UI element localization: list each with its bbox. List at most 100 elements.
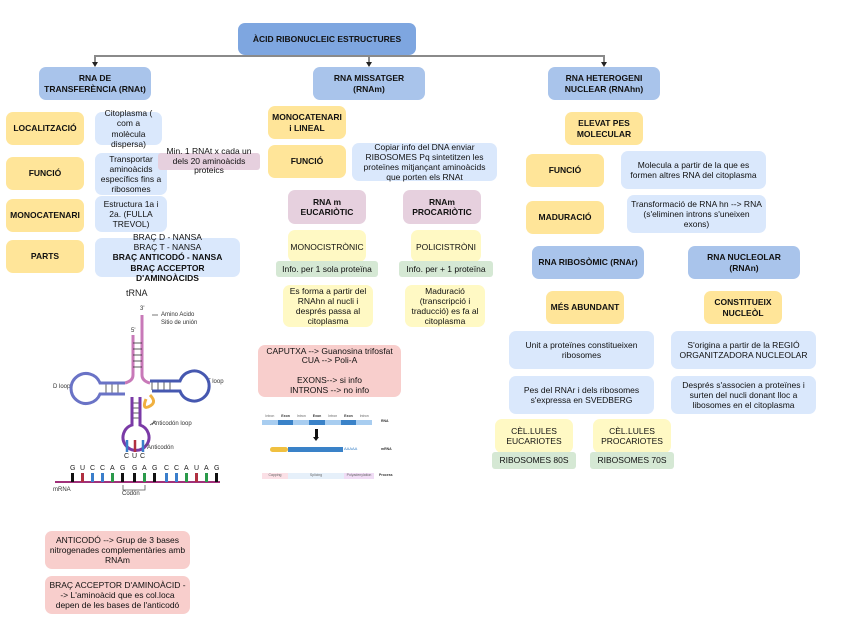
rnam-prok-type: POLICISTRÒNI bbox=[411, 230, 481, 262]
value-text: Citoplasma ( com a molècula dispersa) bbox=[104, 108, 153, 149]
rnar-desc2: Pes del RNAr i dels ribosomes s'expressa… bbox=[509, 376, 654, 414]
mrna-base: C bbox=[100, 465, 106, 472]
rnat-label-parts: PARTS bbox=[6, 240, 84, 273]
desc-text: Unit a proteïnes constitueixen ribosomes bbox=[525, 339, 638, 360]
connector-rnahn bbox=[603, 55, 605, 63]
rnam-euk-type: MONOCISTRÒNIC bbox=[288, 230, 366, 262]
ribo-text: RIBOSOMES 70S bbox=[597, 455, 667, 466]
tag-text: MÉS ABUNDANT bbox=[550, 302, 620, 313]
d-loop-label: D loop bbox=[53, 384, 71, 390]
type-text: POLICISTRÒNI bbox=[416, 242, 476, 252]
type-text: MONOCISTRÒNIC bbox=[290, 242, 364, 252]
rnam-procariotic-header[interactable]: RNAm PROCARIÒTIC bbox=[403, 190, 481, 224]
mrna-base: G bbox=[120, 465, 126, 472]
mrna-base-bar bbox=[185, 473, 188, 482]
note-text: BRAÇ ACCEPTOR D'AMINOÀCID --> L'aminoàci… bbox=[49, 579, 186, 611]
rnar-prok-ribo: RIBOSOMES 70S bbox=[590, 452, 674, 469]
note-text: ANTICODÓ --> Grup de 3 bases nitrogenade… bbox=[49, 534, 186, 566]
part-acceptor: BRAÇ ACCEPTOR D'AMINOÀCIDS bbox=[130, 262, 205, 283]
label-text: MONOCATENARI i LINEAL bbox=[272, 112, 342, 133]
root-node[interactable]: ÀCID RIBONUCLEIC ESTRUCTURES bbox=[238, 23, 416, 55]
info-text: Info. per 1 sola proteïna bbox=[282, 263, 372, 274]
five-prime-label: 5' bbox=[131, 328, 136, 334]
rnam-monocatenari: MONOCATENARI i LINEAL bbox=[268, 106, 346, 139]
three-prime-label: 3' bbox=[140, 306, 145, 312]
label-text: LOCALITZACIÓ bbox=[13, 123, 77, 134]
label-text: ELEVAT PES MOLECULAR bbox=[576, 118, 632, 139]
step-splicing: Splicing bbox=[288, 473, 344, 479]
arrow-rnat bbox=[92, 62, 98, 67]
polya-tail: AAAAA bbox=[344, 446, 358, 451]
arrow-rnam bbox=[366, 62, 372, 67]
rnat-title: RNA DE TRANSFERÈNCIA (RNAt) bbox=[44, 73, 146, 94]
trna-title: tRNA bbox=[126, 288, 148, 298]
rnam-eucariotic-header[interactable]: RNA m EUCARIÒTIC bbox=[288, 190, 366, 224]
intron-segment: Intron bbox=[262, 414, 278, 425]
rnahn-value-funcio: Molecula a partir de la que es formen al… bbox=[621, 151, 766, 189]
mrna-base-bar bbox=[215, 473, 218, 482]
rnat-header[interactable]: RNA DE TRANSFERÈNCIA (RNAt) bbox=[39, 67, 151, 100]
rnan-desc2: Després s'associen a proteïnes i surten … bbox=[671, 376, 816, 414]
title-text: RNA m EUCARIÒTIC bbox=[300, 196, 354, 217]
mrna-base: G bbox=[214, 465, 220, 472]
cap bbox=[270, 447, 288, 452]
arrow-rnahn bbox=[601, 62, 607, 67]
label-text: MADURACIÓ bbox=[538, 212, 592, 223]
rnahn-label-funcio: FUNCIÓ bbox=[526, 154, 604, 187]
rnar-header[interactable]: RNA RIBOSÒMIC (RNAr) bbox=[532, 246, 644, 279]
anticodon-label: Anticodón bbox=[147, 445, 174, 451]
mrna-base-bar bbox=[81, 473, 84, 482]
rnahn-value-maduracio: Transformació de RNA hn --> RNA (s'elimi… bbox=[627, 195, 766, 233]
desc-text: Després s'associen a proteïnes i surten … bbox=[682, 379, 805, 411]
ribo-text: RIBOSOMES 80S bbox=[499, 455, 569, 466]
mrna-base-bar bbox=[111, 473, 114, 482]
rnat-funcio-note: Min. 1 RNAt x cada un dels 20 aminoàcids… bbox=[158, 147, 260, 175]
rnat-value-parts: BRAÇ D - NANSA BRAÇ T - NANSA BRAÇ ANTIC… bbox=[95, 232, 240, 283]
trna-figure: tRNA 3' 5' Amino Acido Sitio de unión D … bbox=[40, 285, 240, 510]
label-text: MONOCATENARI bbox=[10, 210, 80, 221]
connector-rnat bbox=[94, 55, 96, 63]
rnan-header[interactable]: RNA NUCLEOLAR (RNAn) bbox=[688, 246, 800, 279]
rnat-value-funcio: Transportar aminoàcids específics fins a… bbox=[95, 153, 167, 195]
rnam-header[interactable]: RNA MISSATGER (RNAm) bbox=[313, 67, 425, 100]
rnam-euk-info: Info. per 1 sola proteïna bbox=[276, 261, 378, 277]
exon-segment: Exon bbox=[340, 414, 357, 425]
mrna-base: A bbox=[184, 465, 189, 472]
mrna-base-bar bbox=[101, 473, 104, 482]
label-text: FUNCIÓ bbox=[28, 168, 62, 179]
value-text: Estructura 1a i 2a. (FULLA TREVOL) bbox=[103, 198, 159, 230]
mrna-base-bar bbox=[143, 473, 146, 482]
cells-text: CÈL.LULES PROCARIOTES bbox=[601, 425, 663, 446]
exon-segment: Exon bbox=[309, 414, 325, 425]
rnahn-header[interactable]: RNA HETEROGENI NUCLEAR (RNAhn) bbox=[548, 67, 660, 100]
label-text: PARTS bbox=[30, 251, 60, 262]
note-text: CAPUTXA --> Guanosina trifosfat CUA --> … bbox=[266, 345, 393, 395]
mrna-base: U bbox=[80, 465, 86, 472]
step-polyadenylation: Polyadenylation bbox=[344, 473, 374, 479]
rnam-euk-desc: Es forma a partir del RNAhn al nucli i d… bbox=[283, 285, 373, 327]
rnan-title: RNA NUCLEOLAR (RNAn) bbox=[707, 252, 781, 273]
mrna-base: C bbox=[164, 465, 170, 472]
mrna-base-bar bbox=[91, 473, 94, 482]
title-text: RNAm PROCARIÒTIC bbox=[412, 196, 472, 217]
value-text: Transportar aminoàcids específics fins a… bbox=[100, 153, 162, 195]
mrna-base-bar bbox=[175, 473, 178, 482]
tag-text: CONSTITUEIX NUCLEÒL bbox=[714, 297, 772, 318]
rnar-euk-ribo: RIBOSOMES 80S bbox=[492, 452, 576, 469]
t-loop-label: T loop bbox=[207, 379, 224, 385]
part-anticodo: BRAÇ ANTICODÓ - NANSA bbox=[112, 252, 223, 263]
rna-label: RNA bbox=[381, 419, 389, 423]
connector-horizontal bbox=[95, 55, 605, 57]
step-capping: Capping bbox=[262, 473, 288, 479]
mrna-base-bar bbox=[153, 473, 156, 482]
part-d: BRAÇ D - NANSA bbox=[133, 232, 202, 243]
intron-segment: Intron bbox=[324, 414, 341, 425]
mrna-base: C bbox=[90, 465, 96, 472]
label-text: FUNCIÓ bbox=[548, 165, 582, 176]
rnam-prok-info: Info. per + 1 proteïna bbox=[399, 261, 493, 277]
rnat-note-anticodo: ANTICODÓ --> Grup de 3 bases nitrogenade… bbox=[45, 531, 190, 569]
